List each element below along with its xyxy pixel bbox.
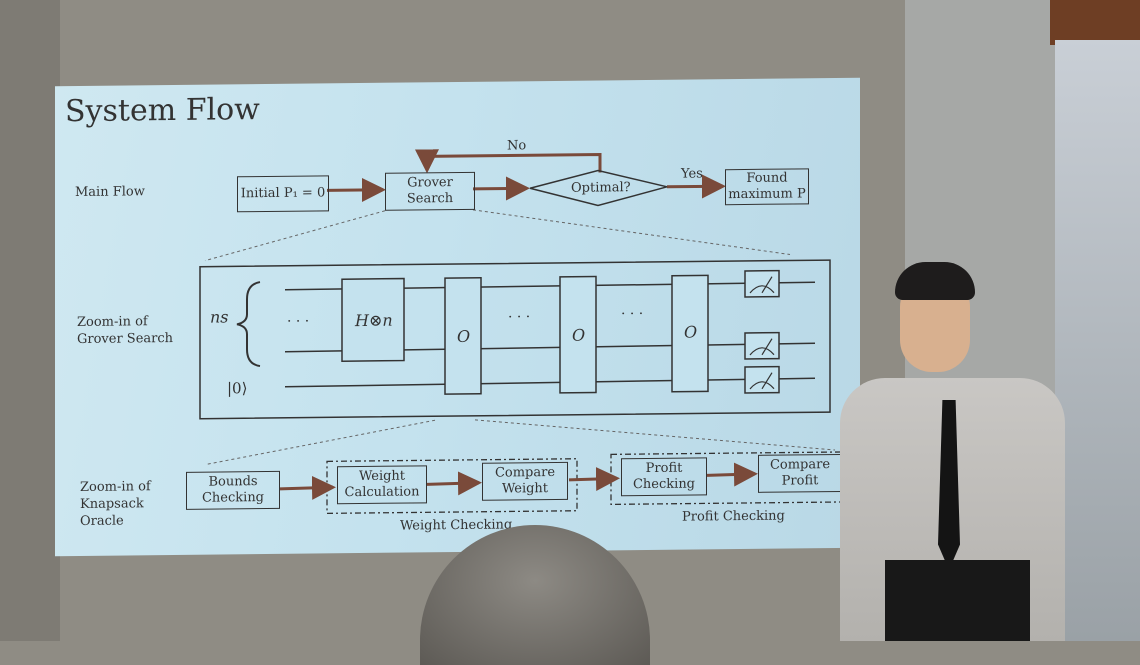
- profit-checking-group-label: Profit Checking: [682, 508, 785, 525]
- compare-profit-line-2: Profit: [781, 473, 819, 489]
- ket-zero-label: |0⟩: [227, 379, 248, 398]
- bounds-checking-box: Bounds Checking: [186, 470, 280, 510]
- yes-label: Yes: [681, 166, 703, 182]
- window: [1055, 40, 1140, 641]
- weight-calculation-box: Weight Calculation: [337, 465, 427, 505]
- profit-checking-box: Profit Checking: [621, 457, 707, 497]
- presenter-tie: [938, 400, 960, 570]
- oracle-gate-2: O: [572, 325, 586, 345]
- initial-box-text: Initial P₁ = 0: [240, 185, 326, 202]
- wall-left: [0, 0, 60, 641]
- knapsack-zoom-line-3: Oracle: [80, 513, 124, 529]
- compare-weight-line-2: Weight: [501, 481, 549, 497]
- projected-slide: System Flow: [55, 77, 860, 557]
- ellipsis-2: · · ·: [508, 309, 531, 326]
- ellipsis-1: · · ·: [287, 313, 310, 330]
- ellipsis-3: · · ·: [621, 306, 644, 323]
- window-frame: [1050, 0, 1140, 45]
- compare-weight-box: Compare Weight: [482, 461, 568, 501]
- oracle-gate-1: O: [457, 326, 471, 347]
- main-flow-label: Main Flow: [75, 184, 145, 201]
- no-label: No: [507, 138, 527, 154]
- weight-calc-line-2: Calculation: [344, 484, 420, 501]
- compare-weight-line-1: Compare: [494, 464, 556, 481]
- knapsack-zoom-line-1: Zoom-in of: [80, 479, 151, 495]
- oracle-gate-3: O: [684, 322, 698, 342]
- presenter-hair: [895, 262, 975, 300]
- ns-label: ns: [210, 307, 229, 327]
- grover-line-2: Search: [406, 191, 454, 207]
- decision-label: Optimal?: [571, 180, 631, 196]
- found-line-2: maximum P: [728, 186, 806, 203]
- grover-zoom-label: Zoom-in of Grover Search: [77, 313, 173, 348]
- knapsack-zoom-label: Zoom-in of Knapsack Oracle: [80, 478, 151, 530]
- compare-profit-box: Compare Profit: [758, 453, 842, 493]
- presenter-pants: [885, 560, 1030, 641]
- grover-line-1: Grover: [407, 175, 453, 191]
- knapsack-zoom-line-2: Knapsack: [80, 496, 144, 512]
- profit-line-1: Profit: [645, 460, 683, 477]
- weight-calc-line-1: Weight: [358, 468, 406, 485]
- found-box: Found maximum P: [725, 168, 809, 206]
- bounds-line-1: Bounds: [208, 474, 258, 490]
- hadamard-gate: H⊗n: [355, 310, 393, 331]
- found-line-1: Found: [746, 170, 788, 186]
- bounds-line-2: Checking: [201, 490, 265, 506]
- grover-zoom-line-2: Grover Search: [77, 330, 174, 347]
- initial-box: Initial P₁ = 0: [237, 175, 329, 213]
- profit-line-2: Checking: [632, 476, 696, 493]
- grover-zoom-line-1: Zoom-in of: [77, 314, 148, 330]
- grover-search-box: Grover Search: [385, 171, 475, 211]
- compare-profit-line-1: Compare: [769, 457, 831, 473]
- diagram-lines: [199, 149, 844, 515]
